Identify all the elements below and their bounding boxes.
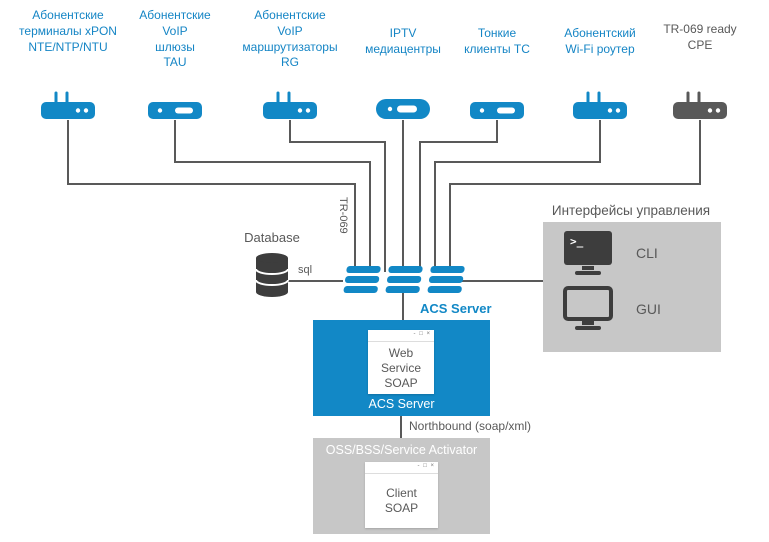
xpon-terminal-icon xyxy=(41,91,95,119)
web-service-window: - □ × Web Service SOAP xyxy=(368,330,434,394)
client-soap-window: - □ × Client SOAP xyxy=(365,462,438,528)
device-iptv-mediacenters-label: IPTV медиацентры xyxy=(365,26,441,56)
gui-label: GUI xyxy=(636,301,661,317)
database-label: Database xyxy=(244,230,300,245)
oss-box-title: OSS/BSS/Service Activator xyxy=(325,443,478,457)
iptv-mediacenter-icon xyxy=(376,99,430,119)
oss-bss-box: OSS/BSS/Service Activator - □ × Client S… xyxy=(313,438,490,534)
device-voip-routers-rg-label: Абонентские VoIP маршрутизаторы RG xyxy=(242,8,338,70)
northbound-label: Northbound (soap/xml) xyxy=(409,419,532,433)
wifi-router-icon xyxy=(573,91,627,119)
acs-server-label: ACS Server xyxy=(420,301,492,316)
device-xpon-terminals-label: Абонентские терминалы xPON NTE/NTP/NTU xyxy=(19,8,117,54)
cli-terminal-icon: >_ xyxy=(564,231,612,275)
window-titlebar: - □ × xyxy=(368,330,434,342)
database-icon xyxy=(255,253,289,297)
window-controls: - □ × xyxy=(417,463,435,469)
web-service-soap-label: Web Service SOAP xyxy=(380,345,421,390)
window-titlebar: - □ × xyxy=(365,462,438,474)
acs-switch-icon xyxy=(343,266,465,293)
management-title: Интерфейсы управления xyxy=(551,203,711,218)
voip-gateway-icon xyxy=(148,102,202,119)
cli-label: CLI xyxy=(636,245,658,261)
voip-router-icon xyxy=(263,91,317,119)
gui-monitor-icon xyxy=(563,286,613,330)
window-controls: - □ × xyxy=(413,331,431,337)
thin-client-icon xyxy=(470,102,524,119)
device-wifi-router-label: Абонентский Wi-Fi роутер xyxy=(564,26,636,56)
tr069-link-label: TR-069 xyxy=(337,197,349,234)
device-thin-clients-label: Тонкие клиенты TC xyxy=(464,26,530,56)
acs-server-box: - □ × Web Service SOAP ACS Server xyxy=(313,320,490,416)
acs-server-box-title: ACS Server xyxy=(368,397,435,411)
sql-link-label: sql xyxy=(298,264,313,276)
cpe-router-icon xyxy=(673,91,727,119)
client-soap-label: Client SOAP xyxy=(384,486,419,515)
device-voip-gateways-tau-label: Абонентские VoIP шлюзы TAU xyxy=(139,8,211,70)
cli-prompt: >_ xyxy=(570,235,584,248)
device-tr069-cpe-label: TR-069 ready CPE xyxy=(663,22,737,52)
management-panel: >_ CLI GUI xyxy=(543,222,721,352)
